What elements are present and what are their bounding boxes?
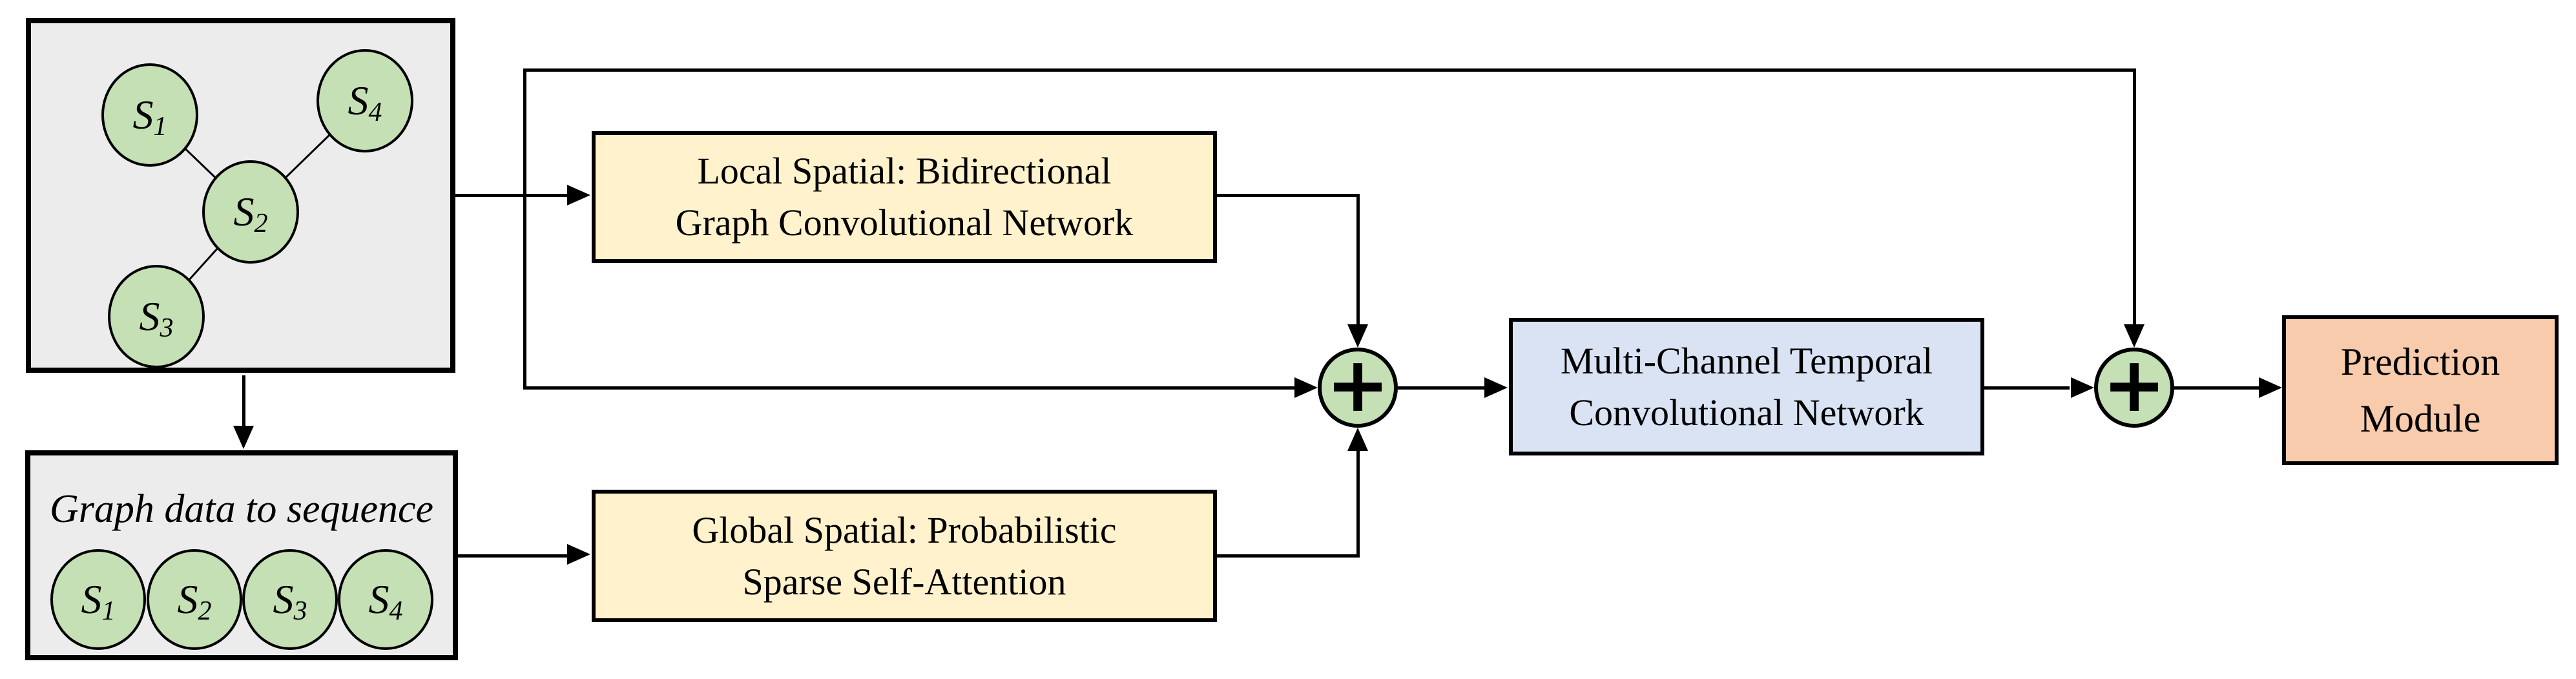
connector-local-out — [1217, 194, 1360, 197]
plus-icon: + — [1325, 340, 1390, 429]
arrowhead-into-sum1-top — [1347, 324, 1368, 348]
module-text-line: Global Spatial: Probabilistic — [692, 508, 1117, 551]
arrowhead-into-global — [567, 544, 590, 565]
node-subscript: 1 — [153, 112, 167, 141]
connector-graph-to-sequence — [242, 375, 245, 426]
connector-graph-to-local — [455, 194, 571, 197]
arrowhead-into-sequence — [233, 426, 254, 449]
node-subscript: 2 — [198, 596, 212, 626]
arrowhead-into-prediction — [2259, 377, 2282, 398]
plus-icon: + — [2102, 340, 2166, 429]
connector-top-feedback — [523, 68, 2136, 72]
node-subscript: 3 — [293, 596, 307, 626]
node-subscript: 4 — [368, 98, 382, 127]
arrowhead-into-sum2-left — [2071, 377, 2094, 398]
module-text-line: Sparse Self-Attention — [742, 560, 1066, 603]
connector-sequence-to-global — [458, 554, 568, 558]
node-label: S — [368, 576, 390, 622]
node-label: S — [139, 293, 160, 339]
node-label: S — [273, 576, 294, 622]
connector-branch-to-sum1 — [523, 386, 1294, 390]
node-label: S — [81, 576, 102, 622]
connector-local-down — [1356, 195, 1360, 324]
module-text-line: Multi-Channel Temporal — [1560, 339, 1933, 382]
module-text-line: Graph Convolutional Network — [675, 202, 1134, 244]
module-text-line: Convolutional Network — [1569, 391, 1924, 434]
node-label: S — [177, 576, 198, 622]
connector-sum1-to-temporal — [1398, 386, 1486, 390]
node-label: S — [233, 189, 254, 235]
node-label: S — [348, 78, 369, 123]
connector-sum2-to-prediction — [2174, 386, 2259, 390]
node-subscript: 1 — [101, 596, 116, 626]
prediction-module: Prediction Module — [2282, 315, 2559, 465]
connector-global-up — [1356, 450, 1360, 557]
node-subscript: 2 — [254, 209, 268, 238]
module-text-line: Prediction — [2340, 340, 2500, 383]
node-label: S — [132, 92, 154, 138]
arrowhead-into-sum1-bottom — [1347, 428, 1368, 451]
connector-temporal-to-sum2 — [1984, 386, 2070, 390]
arrowhead-into-sum2-top — [2124, 324, 2145, 348]
arrowhead-into-local — [567, 185, 590, 205]
module-text-line: Module — [2360, 397, 2481, 440]
connector-global-out — [1217, 554, 1360, 558]
node-subscript: 4 — [389, 596, 403, 626]
global-spatial-module: Global Spatial: Probabilistic Sparse Sel… — [592, 490, 1217, 622]
module-text-line: Local Spatial: Bidirectional — [697, 150, 1112, 192]
arrowhead-into-temporal — [1484, 377, 1508, 398]
local-spatial-module: Local Spatial: Bidirectional Graph Convo… — [592, 131, 1217, 263]
arrowhead-into-sum1-left — [1294, 377, 1318, 398]
sum-operator-2: + — [2094, 340, 2174, 429]
connector-branch-vertical — [523, 68, 526, 390]
temporal-module: Multi-Channel Temporal Convolutional Net… — [1509, 318, 1984, 455]
connector-feedback-down — [2133, 68, 2136, 324]
sequence-panel-title: Graph data to sequence — [49, 487, 434, 531]
sum-operator-1: + — [1318, 340, 1398, 429]
node-subscript: 3 — [160, 313, 174, 343]
